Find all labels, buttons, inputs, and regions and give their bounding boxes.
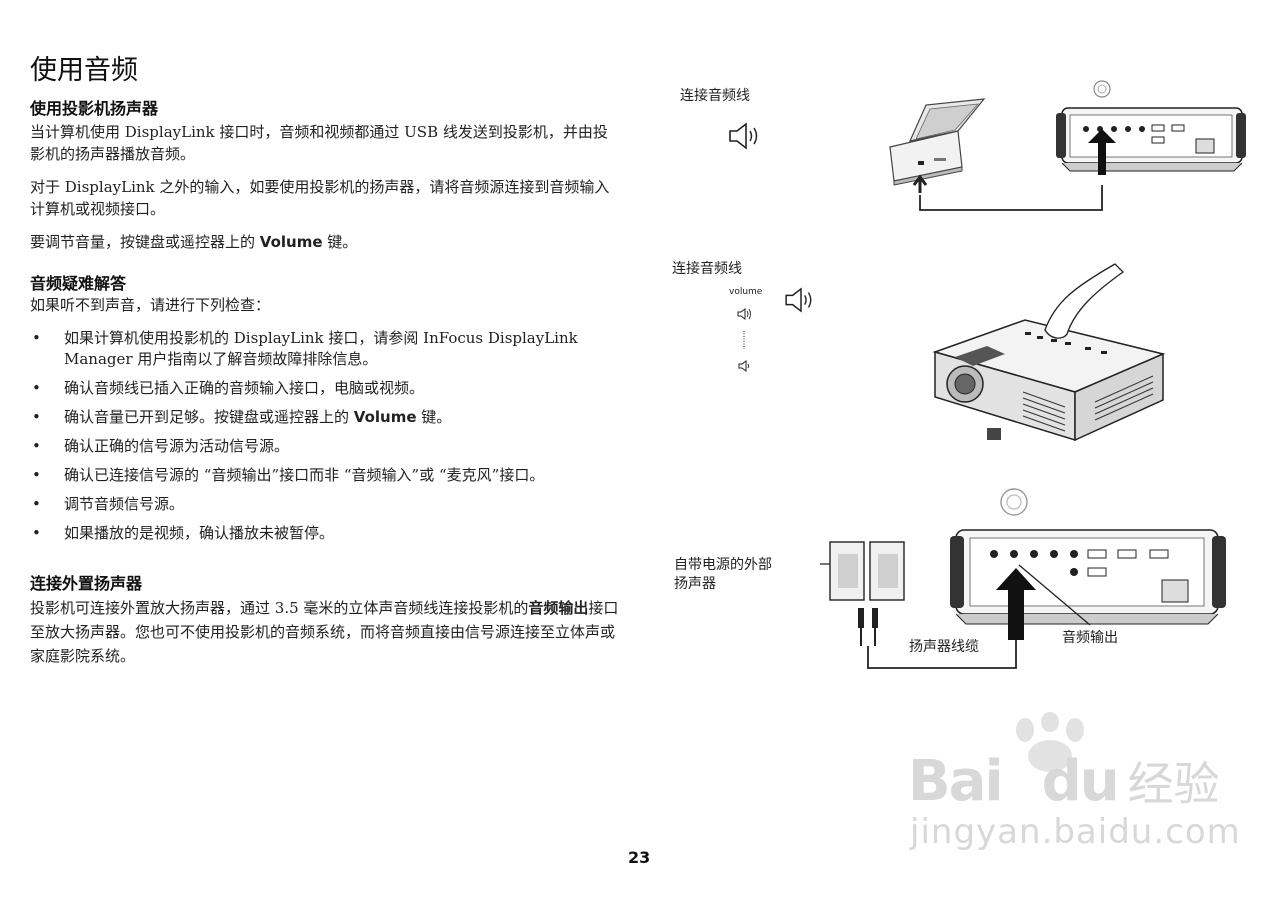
laptop-illustration [889,98,986,186]
paw-logo-icon [1016,712,1084,772]
list-item: 确认正确的信号源为活动信号源。 [30,436,590,457]
projector-rear-illustration [950,488,1226,625]
list-item: 如果计算机使用投影机的 DisplayLink 接口，请参阅 InFocus D… [30,328,590,370]
text-run: 键。 [416,408,452,426]
projector-top-illustration [932,263,1166,442]
page-title: 使用音频 [30,55,138,86]
volume-keyword: Volume [353,408,417,426]
text-run: 键。 [322,233,358,251]
list-item: 确认音量已开到足够。按键盘或遥控器上的 Volume 键。 [30,407,590,428]
projector-rear-illustration [1056,80,1246,172]
section-heading: 连接外置扬声器 [30,574,143,593]
speaker-icon [785,287,812,313]
text-run: 接口至放大扬声器。您也可不使用投影机的音频系统，而将音频直接由信号源连接至立体声… [30,599,619,665]
laptop-to-projector-diagram [889,80,1246,211]
audio-out-keyword: 音频输出 [528,599,589,617]
watermark-brand-right: du [1041,749,1120,814]
audio-cable-line [919,185,1103,211]
figure-caption: 连接音频线 [672,261,742,277]
volume-scale-icon [737,308,751,372]
text-run: 要调节音量，按键盘或遥控器上的 [30,233,260,251]
volume-label: volume [729,287,763,297]
watermark-brand: Bai du 经验 [908,748,1220,814]
section-heading: 使用投影机扬声器 [30,99,159,118]
audio-out-pointer [1018,564,1091,626]
watermark-brand-cn: 经验 [1127,757,1220,811]
audio-out-label: 音频输出 [1062,630,1118,646]
paragraph: 如果听不到声音，请进行下列检查： [30,296,271,314]
paragraph: 投影机可连接外置放大扬声器，通过 3.5 毫米的立体声音频线连接投影机的音频输出… [30,596,620,668]
rca-plugs-icon [858,608,878,646]
figure-caption: 连接音频线 [680,88,750,104]
speaker-cable-line [867,615,1017,669]
section-heading: 音频疑难解答 [30,274,127,293]
speaker-cable-label: 扬声器线缆 [909,639,979,655]
speaker-label-line: 自带电源的外部 [674,557,772,573]
list-item: 调节音频信号源。 [30,494,590,515]
list-item: 如果播放的是视频，确认播放未被暂停。 [30,523,590,544]
text-run: 确认音量已开到足够。按键盘或遥控器上的 [64,408,354,426]
paragraph: 对于 DisplayLink 之外的输入，如要使用投影机的扬声器，请将音频源连接… [30,178,610,218]
list-item: 确认已连接信号源的 “音频输出”接口而非 “音频输入”或 “麦克风”接口。 [30,465,590,486]
list-item: 确认音频线已插入正确的音频输入接口，电脑或视频。 [30,378,590,399]
paragraph: 要调节音量，按键盘或遥控器上的 Volume 键。 [30,231,620,253]
small-arrow-icon [912,174,928,193]
large-arrow-icon [1088,129,1116,175]
hand-illustration [1044,263,1125,339]
large-arrow-icon [996,568,1036,640]
watermark-url: jingyan.baidu.com [910,812,1241,852]
external-speaker-diagram [820,488,1226,669]
speaker-icon [729,122,758,150]
page-number: 23 [628,848,651,867]
section-projector-speakers: 使用投影机扬声器 当计算机使用 DisplayLink 接口时，音频和视频都通过… [30,95,620,253]
section-audio-troubleshooting: 音频疑难解答 如果听不到声音，请进行下列检查： 如果计算机使用投影机的 Disp… [30,270,620,552]
text-run: 投影机可连接外置放大扬声器，通过 3.5 毫米的立体声音频线连接投影机的 [30,599,529,617]
troubleshooting-list: 如果计算机使用投影机的 DisplayLink 接口，请参阅 InFocus D… [30,328,590,544]
volume-keyword: Volume [259,233,323,251]
watermark-brand-left: Bai [908,749,1004,814]
speaker-label: 自带电源的外部 扬声器 [674,556,772,594]
speaker-label-line: 扬声器 [674,576,716,592]
paragraph: 当计算机使用 DisplayLink 接口时，音频和视频都通过 USB 线发送到… [30,123,608,163]
external-speakers-illustration [829,541,905,601]
section-external-speakers: 连接外置扬声器 投影机可连接外置放大扬声器，通过 3.5 毫米的立体声音频线连接… [30,570,620,668]
